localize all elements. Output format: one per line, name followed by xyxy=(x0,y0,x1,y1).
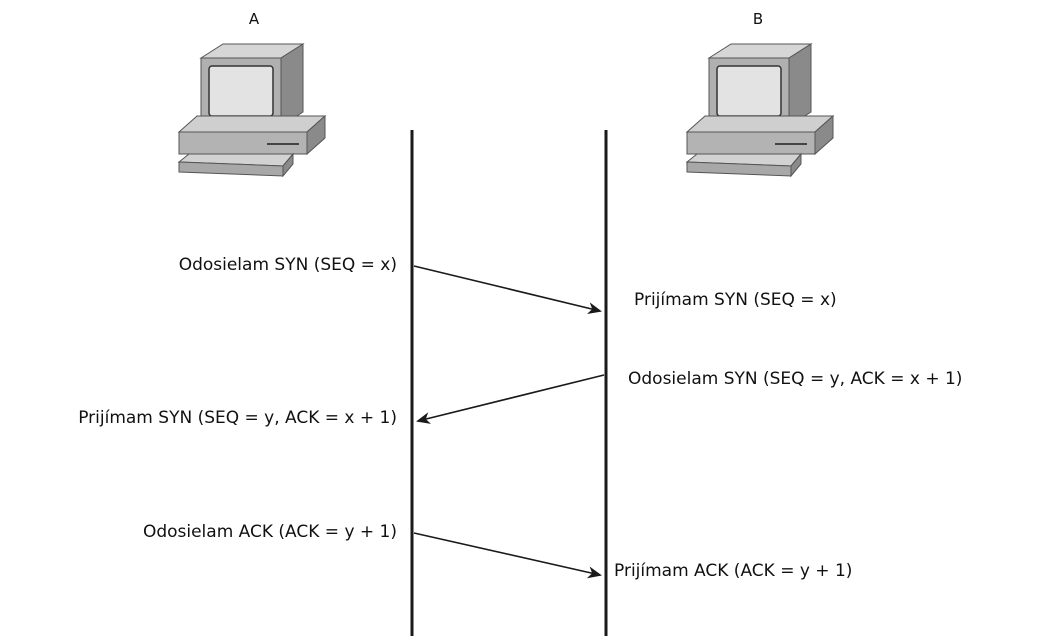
label-b-send-synack: Odosielam SYN (SEQ = y, ACK = x + 1) xyxy=(628,369,963,389)
label-b-recv-syn: Prijímam SYN (SEQ = x) xyxy=(634,290,837,310)
host-b-label: B xyxy=(752,10,764,28)
desktop-computer-icon xyxy=(685,43,835,178)
host-a-label: A xyxy=(248,10,260,28)
arrow-ack xyxy=(413,532,602,579)
label-b-recv-ack: Prijímam ACK (ACK = y + 1) xyxy=(614,561,853,581)
arrow-syn xyxy=(413,265,602,315)
label-a-recv-synack: Prijímam SYN (SEQ = y, ACK = x + 1) xyxy=(78,408,397,428)
label-a-send-syn: Odosielam SYN (SEQ = x) xyxy=(178,255,397,275)
arrow-syn-ack xyxy=(416,374,605,424)
label-a-send-ack: Odosielam ACK (ACK = y + 1) xyxy=(142,522,397,542)
desktop-computer-icon xyxy=(177,43,327,178)
